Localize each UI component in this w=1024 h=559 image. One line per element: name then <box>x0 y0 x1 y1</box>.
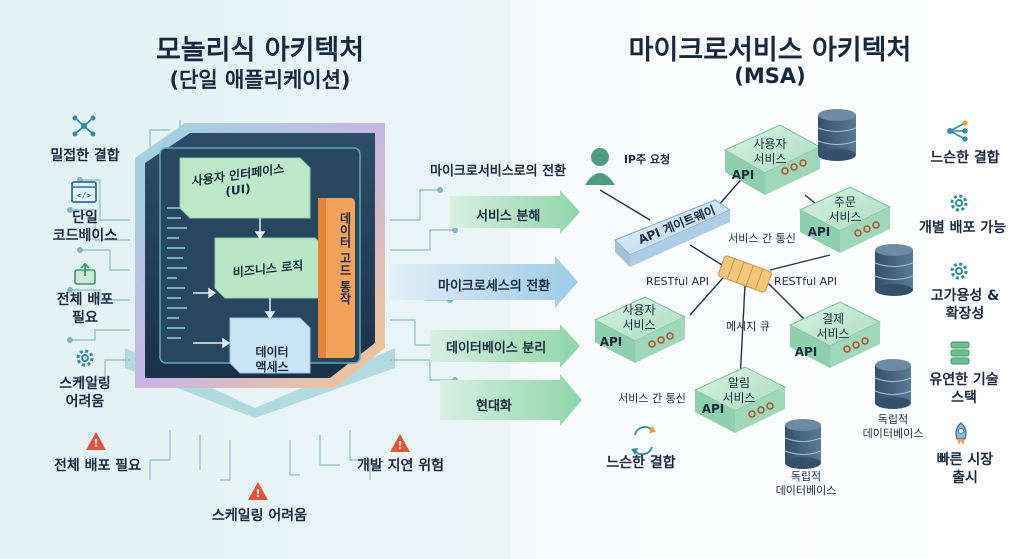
pill-microservice-transition: 마이크로세스의 전환 <box>438 278 551 294</box>
warning-dev-delay: 개발 지연 위험 <box>356 458 445 474</box>
network-nodes-icon <box>70 112 98 140</box>
service-notify-label: 알림 서비스 <box>722 376 756 405</box>
warning-icon: ! <box>246 480 270 502</box>
indep-db-2: 독립적 데이터베이스 <box>775 470 837 498</box>
right-subtitle: (MSA) <box>734 64 806 88</box>
warning-full-deploy: 전체 배포 필요 <box>53 458 142 474</box>
right-title: 마이크로서비스 아키텍처 <box>628 35 912 66</box>
pill-modernization: 현대화 <box>476 398 512 414</box>
gear-icon <box>946 258 972 284</box>
right-feature-flexible-stack: 유연한 기술 스택 <box>929 372 999 406</box>
msa-diagram <box>585 109 914 469</box>
api-label: API <box>701 402 725 416</box>
left-feature-single-codebase: 단일 코드베이스 <box>52 210 118 244</box>
svg-text:!: ! <box>255 487 260 500</box>
indep-db-1: 독립적 데이터베이스 <box>862 413 924 441</box>
svg-text:!: ! <box>397 439 402 452</box>
data-access-label: 데이터 액세스 <box>255 345 289 374</box>
warning-icon: ! <box>388 432 412 454</box>
left-title: 모놀리식 아키텍처 <box>155 35 365 66</box>
service-user-top-label: 사용자 서비스 <box>753 137 787 166</box>
transition-top-label: 마이크로서비스로의 전환 <box>430 164 567 179</box>
svg-text:</>: </> <box>77 191 92 200</box>
gear-icon <box>72 345 98 371</box>
edge-message-queue: 메시지 큐 <box>726 320 770 333</box>
db-bar-label: 데이터 고드 통작 <box>338 212 352 305</box>
pill-service-decomposition: 서비스 분해 <box>476 208 541 224</box>
edge-restful-left: RESTful API <box>645 275 710 288</box>
edge-inter-service-top: 서비스 간 통신 <box>728 232 796 245</box>
warning-icon: ! <box>84 430 108 452</box>
rocket-icon <box>948 420 974 448</box>
api-label: API <box>794 345 818 359</box>
api-label: API <box>731 168 755 182</box>
transition-arrows <box>390 190 582 426</box>
right-feature-fast-market: 빠른 시장 출시 <box>936 452 994 486</box>
code-window-icon: </> <box>70 180 98 204</box>
database-stack-icon <box>948 340 972 366</box>
warning-scaling-hard: 스케일링 어려움 <box>211 508 308 524</box>
api-label: API <box>807 225 831 239</box>
service-order-label: 주문 서비스 <box>828 195 862 224</box>
left-subtitle: (단일 애플리케이션) <box>169 68 351 92</box>
service-user-left-label: 사용자 서비스 <box>622 303 656 332</box>
right-feature-loose-coupling: 느슨한 결합 <box>930 150 1000 166</box>
branch-nodes-icon <box>944 118 972 144</box>
box-upload-icon <box>72 262 98 286</box>
request-label: IP주 요청 <box>623 153 671 166</box>
service-payment-label: 결제 서비스 <box>816 312 850 341</box>
monolith-cube <box>125 123 395 418</box>
left-feature-scaling-hard: 스케일링 어려움 <box>59 376 111 410</box>
right-feature-independent-deploy: 개별 배포 가능 <box>918 220 1007 236</box>
loose-coupling-bottom: 느슨한 결합 <box>606 455 676 471</box>
edge-restful-right: RESTful API <box>773 275 838 288</box>
svg-text:!: ! <box>93 437 98 450</box>
left-feature-tight-coupling: 밀접한 결합 <box>50 148 120 164</box>
right-feature-availability-scalability: 고가용성 & 확장성 <box>930 288 1000 322</box>
left-feature-full-deploy: 전체 배포 필요 <box>56 292 114 326</box>
edge-inter-service-bottom: 서비스 간 통신 <box>618 392 686 405</box>
gear-icon <box>946 190 972 216</box>
api-label: API <box>599 335 623 349</box>
pill-db-separation: 데이터베이스 분리 <box>446 340 547 356</box>
